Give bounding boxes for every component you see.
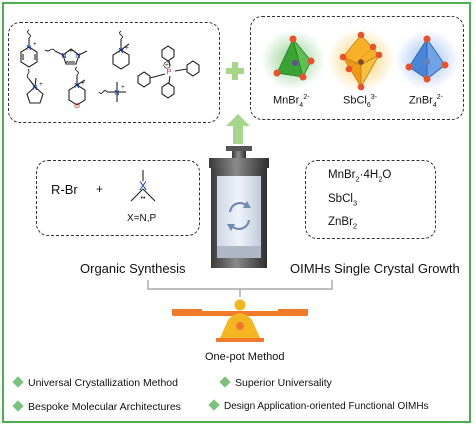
pyridinium-nitrogen: N [26,43,31,52]
znbr4-tetrahedron [395,30,459,90]
inorganic-salts-box: MnBr2·4H2O SbCl3 ZnBr2 [305,160,436,239]
imidazolium-ring [62,48,80,65]
salt-mnbr2: MnBr2·4H2O [328,169,392,184]
salt-znbr2: ZnBr2 [328,216,358,231]
crystal-growth-label: OIMHs Single Crystal Growth [290,261,460,276]
reagent-rbr: R-Br [51,182,78,197]
anion-label-sbcl6: SbCl63- [343,94,377,109]
morpholinium-nitrogen: N [74,81,79,90]
phosphonium-charge-circle [163,61,171,69]
pyrrolidinium-ring [26,86,44,104]
ammonium-nitrogen: N [114,88,119,97]
anion-polyhedra [261,28,459,92]
phenyl-ring-right [186,60,200,77]
piperidinium-nitrogen: N [118,46,123,55]
one-pot-seesaw [147,280,333,342]
reactor-liner [217,176,261,256]
ammonium-charge: + [121,84,125,91]
piperidinium-ring [112,49,130,70]
sbcl6-octahedron [327,28,395,92]
phosphonium-phosphorus: P [166,67,171,76]
morpholinium-charge: + [81,80,85,87]
mnbr4-tetrahedron [261,30,325,90]
pyridinium-ring [20,46,38,68]
pyridinium-charge: + [33,41,37,48]
plus-sign [226,62,244,80]
pyrrolidinium-charge: + [39,81,43,88]
imidazolium-charge: + [69,48,73,55]
phenyl-ring-left [137,71,151,88]
phenyl-ring-top [161,45,175,62]
imidazolium-nitrogen-1: N [61,51,66,60]
morpholinium-ring [68,84,86,106]
piperidinium-charge: + [125,45,129,52]
anion-label-znbr4: ZnBr42- [409,94,443,109]
morpholinium-oxygen: O [74,101,80,110]
pyrrolidinium-nitrogen: N [32,83,37,92]
diamond-bullet-icon [12,400,24,412]
up-arrow [226,114,250,144]
figure-frame [2,2,471,423]
anions-box: MnBr42- SbCl63- ZnBr42- [250,16,464,120]
reaction-plus: + [96,182,104,196]
feature-universal-method: Universal Crystallization Method [12,376,178,389]
diamond-bullet-icon [12,376,24,388]
cations-box: N N N N N N O N P + + + + + + + [8,22,220,123]
feature-superior-universality: Superior Universality [219,376,332,389]
feature-bespoke-architectures: Bespoke Molecular Architectures [12,400,181,413]
nucleophile-structure: X •• [130,170,156,202]
diamond-bullet-icon [219,376,231,388]
reactor-autoclave [209,146,269,268]
balance-scale-icon [172,299,308,342]
phenyl-ring-bottom [161,82,175,99]
center-atom-x: X [139,179,147,193]
organic-reaction-box: R-Br + X •• X=N,P [36,160,200,236]
organic-synthesis-label: Organic Synthesis [80,261,186,276]
feature-functional-oimhs: Design Application-oriented Functional O… [208,399,429,412]
anion-label-mnbr4: MnBr42- [273,94,310,109]
imidazolium-nitrogen-2: N [75,51,80,60]
merge-bracket [147,280,333,290]
condition-label: X=N,P [127,213,157,224]
salt-sbcl3: SbCl3 [328,193,358,208]
cation-structures: N N N N N N O N P + + + + + + + [20,29,200,110]
lone-pair: •• [141,195,146,202]
one-pot-label: One-pot Method [205,351,285,363]
phosphonium-charge: + [165,62,169,69]
diamond-bullet-icon [208,399,220,411]
